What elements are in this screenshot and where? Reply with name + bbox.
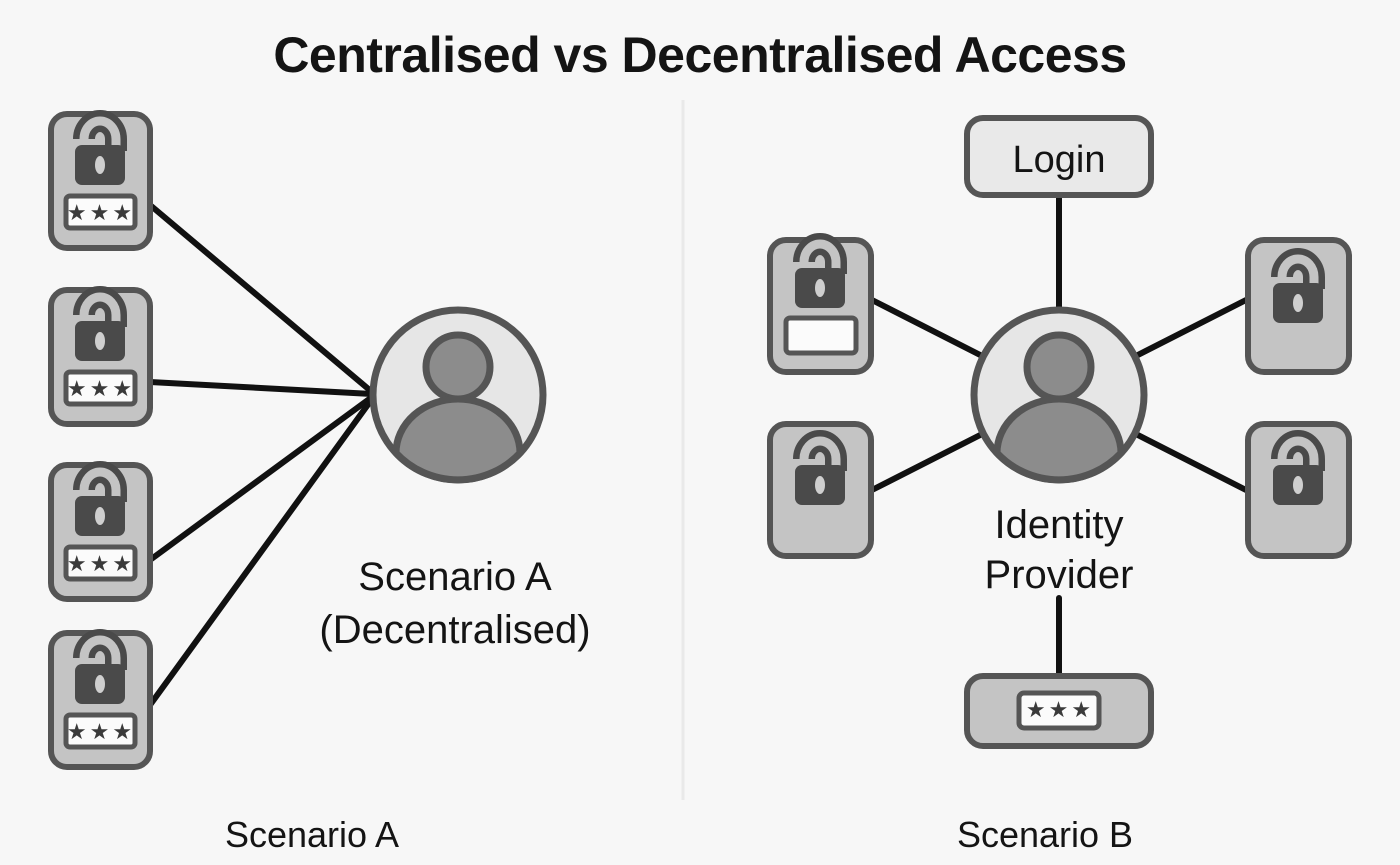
- lock-icon: [75, 297, 125, 361]
- login-button-background[interactable]: [964, 115, 1154, 198]
- connector-left-4: [147, 396, 375, 708]
- empty-field[interactable]: [783, 315, 859, 356]
- identity-provider-avatar[interactable]: [974, 310, 1144, 480]
- right-card-bottom-left[interactable]: [767, 421, 874, 559]
- login-button-label: Login: [1013, 139, 1106, 181]
- identity-provider-label-line2: Provider: [985, 553, 1134, 597]
- password-field-value: ★★★: [1026, 698, 1094, 723]
- left-card-3[interactable]: ★★★: [48, 465, 153, 602]
- scenario-a-caption: Scenario A: [225, 814, 399, 855]
- right-card-top-left[interactable]: [767, 240, 874, 375]
- connector-left-2: [147, 379, 375, 397]
- login-button[interactable]: Login: [964, 115, 1154, 198]
- password-field-value: ★★★: [67, 552, 135, 577]
- password-field[interactable]: [63, 712, 138, 750]
- scenario-a-center-label-line1: Scenario A: [358, 555, 552, 599]
- connector-right-bottom-right: [1125, 427, 1249, 493]
- left-card-1[interactable]: ★★★: [48, 114, 153, 251]
- password-field[interactable]: [63, 193, 138, 231]
- password-field[interactable]: [63, 544, 138, 582]
- password-field-value: ★★★: [67, 201, 135, 226]
- password-field-value: ★★★: [67, 720, 135, 745]
- lock-icon: [1273, 259, 1323, 323]
- lock-icon: [75, 121, 125, 185]
- left-card-4[interactable]: ★★★: [48, 633, 153, 770]
- page-title: Centralised vs Decentralised Access: [273, 27, 1126, 83]
- right-card-top-right[interactable]: [1245, 237, 1352, 375]
- left-card-2[interactable]: ★★★: [48, 290, 153, 427]
- lock-icon: [795, 441, 845, 505]
- right-card-bottom-password[interactable]: ★★★: [964, 673, 1154, 749]
- user-avatar[interactable]: [373, 310, 543, 480]
- identity-provider-label-line1: Identity: [995, 503, 1124, 547]
- connector-left-3: [147, 394, 375, 563]
- scenario-a-center-label-line2: (Decentralised): [319, 608, 590, 652]
- lock-icon: [795, 244, 845, 308]
- scenario-b-panel: Login: [767, 115, 1352, 855]
- password-field[interactable]: [1016, 690, 1102, 731]
- lock-icon: [75, 472, 125, 536]
- password-field-value: ★★★: [67, 377, 135, 402]
- connector-right-bottom-left: [869, 427, 993, 493]
- scenario-b-caption: Scenario B: [957, 814, 1133, 855]
- right-card-bottom-right[interactable]: [1245, 421, 1352, 559]
- password-field[interactable]: [63, 369, 138, 407]
- lock-icon: [1273, 441, 1323, 505]
- connector-left-1: [147, 202, 375, 395]
- scenario-a-panel: ★★★ ★★★ ★★★ ★★★: [48, 114, 591, 855]
- connector-right-top-left: [869, 297, 993, 363]
- lock-icon: [75, 640, 125, 704]
- connector-right-top-right: [1125, 297, 1249, 363]
